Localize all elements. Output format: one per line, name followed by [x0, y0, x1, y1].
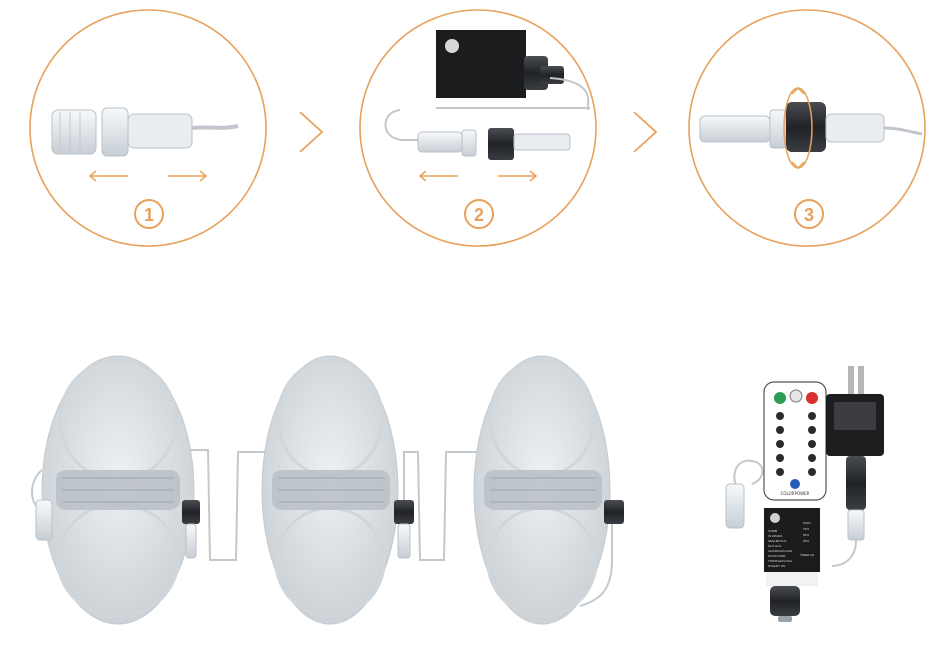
step-1-panel: 1	[29, 9, 267, 247]
step-2-number: 2	[474, 205, 484, 225]
controller-mode: TWINKLE/FLASH	[768, 559, 792, 563]
light-string-coil	[473, 355, 624, 625]
step-2-panel: 2	[359, 9, 597, 247]
remote-number-keys	[776, 412, 816, 476]
step-2-badge	[464, 199, 494, 229]
pull-apart-arrows	[418, 170, 538, 182]
joined-connector	[699, 102, 923, 152]
connecting-wire	[579, 520, 613, 607]
remote-logo-icon	[790, 479, 800, 489]
controller-wire	[733, 459, 764, 493]
step-3-circle	[688, 9, 926, 247]
controller-mode: CHASING/FLASH	[768, 549, 792, 553]
plug-connector-pair	[417, 128, 571, 160]
controller-mode: SLO-GLO	[768, 544, 782, 548]
light-string-coil	[35, 355, 200, 625]
light-string-coil	[261, 355, 414, 625]
separated-connector	[51, 107, 239, 157]
controller-box	[436, 30, 564, 98]
mode-controller: COMB IN WAVES SEQUENTIAL SLO-GLO CHASING…	[764, 508, 820, 622]
connecting-wire	[403, 451, 494, 561]
remote-mode-key	[774, 392, 786, 404]
chevron-right-icon	[299, 111, 324, 153]
remote-off-key	[806, 392, 818, 404]
controller-brightness: 75%	[803, 527, 809, 531]
controller-mode: COMB	[768, 529, 777, 533]
controller-mode: IN WAVES	[768, 534, 782, 538]
step-1-number: 1	[144, 205, 154, 225]
controller-brightness: 25%	[803, 539, 809, 543]
step-3-badge	[794, 199, 824, 229]
controller-mode: SLOW FADE	[768, 554, 786, 558]
remote-on-key	[789, 389, 803, 403]
remote-control: COLORPOWER	[763, 381, 827, 501]
step-3-panel: 3	[688, 9, 926, 247]
step-3-number: 3	[804, 205, 814, 225]
rotate-arrow-icon	[783, 86, 813, 170]
controller-mode: STEADY ON	[768, 564, 785, 568]
controller-mode: SEQUENTIAL	[768, 539, 787, 543]
step-1-circle	[29, 9, 267, 247]
controller-brightness: 100%	[803, 521, 811, 525]
step-1-badge	[134, 199, 164, 229]
pull-apart-arrows	[88, 170, 208, 182]
chevron-right-icon	[633, 111, 658, 153]
controller-plug	[725, 483, 745, 529]
controller-brightness: 50%	[803, 533, 809, 537]
controller-timer: TIMER 6H	[800, 553, 814, 557]
power-adapter	[826, 366, 884, 567]
step-2-circle	[359, 9, 597, 247]
remote-brand: COLORPOWER	[781, 491, 810, 496]
